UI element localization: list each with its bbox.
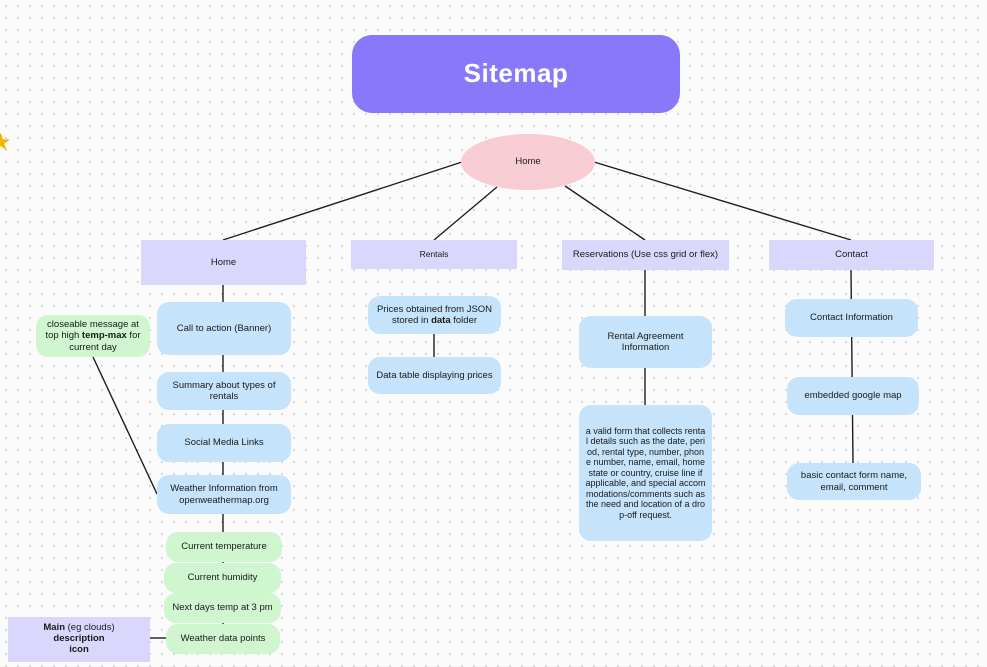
header-contact: Contact: [769, 240, 934, 270]
star-icon: ★: [0, 129, 12, 156]
node-weather-data-points: Weather data points: [166, 624, 280, 654]
node-current-humidity: Current humidity: [164, 563, 281, 593]
node-google-map: embedded google map: [787, 377, 919, 415]
header-rentals: Rentals: [351, 240, 517, 269]
node-weather-info: Weather Information from openweathermap.…: [157, 475, 291, 514]
root-node-home: Home: [461, 134, 595, 190]
node-prices-json: Prices obtained from JSON stored in data…: [368, 296, 501, 334]
header-home: Home: [141, 240, 306, 285]
edge-root-rentals: [433, 186, 498, 241]
diagram-title: Sitemap: [352, 35, 680, 113]
node-contact-form: basic contact form name, email, comment: [787, 463, 921, 500]
node-call-to-action: Call to action (Banner): [157, 302, 291, 355]
node-reservation-form: a valid form that collects rental detail…: [579, 405, 712, 541]
node-closeable-message: closeable message at top high temp-max f…: [36, 315, 150, 357]
edge-root-contact: [593, 161, 852, 241]
node-contact-information: Contact Information: [785, 299, 918, 337]
edge-root-reservations: [564, 185, 646, 241]
edge-root-home: [222, 161, 463, 241]
node-rental-agreement: Rental Agreement Information: [579, 316, 712, 368]
node-data-table: Data table displaying prices: [368, 357, 501, 394]
node-social-media: Social Media Links: [157, 424, 291, 462]
header-reservations: Reservations (Use css grid or flex): [562, 240, 729, 270]
node-current-temperature: Current temperature: [166, 532, 282, 562]
node-rental-summary: Summary about types of rentals: [157, 372, 291, 410]
node-main-description-icon: Main (eg clouds) description icon: [8, 617, 150, 662]
edge-message-weather: [92, 356, 158, 495]
node-next-days-temp: Next days temp at 3 pm: [164, 593, 281, 623]
